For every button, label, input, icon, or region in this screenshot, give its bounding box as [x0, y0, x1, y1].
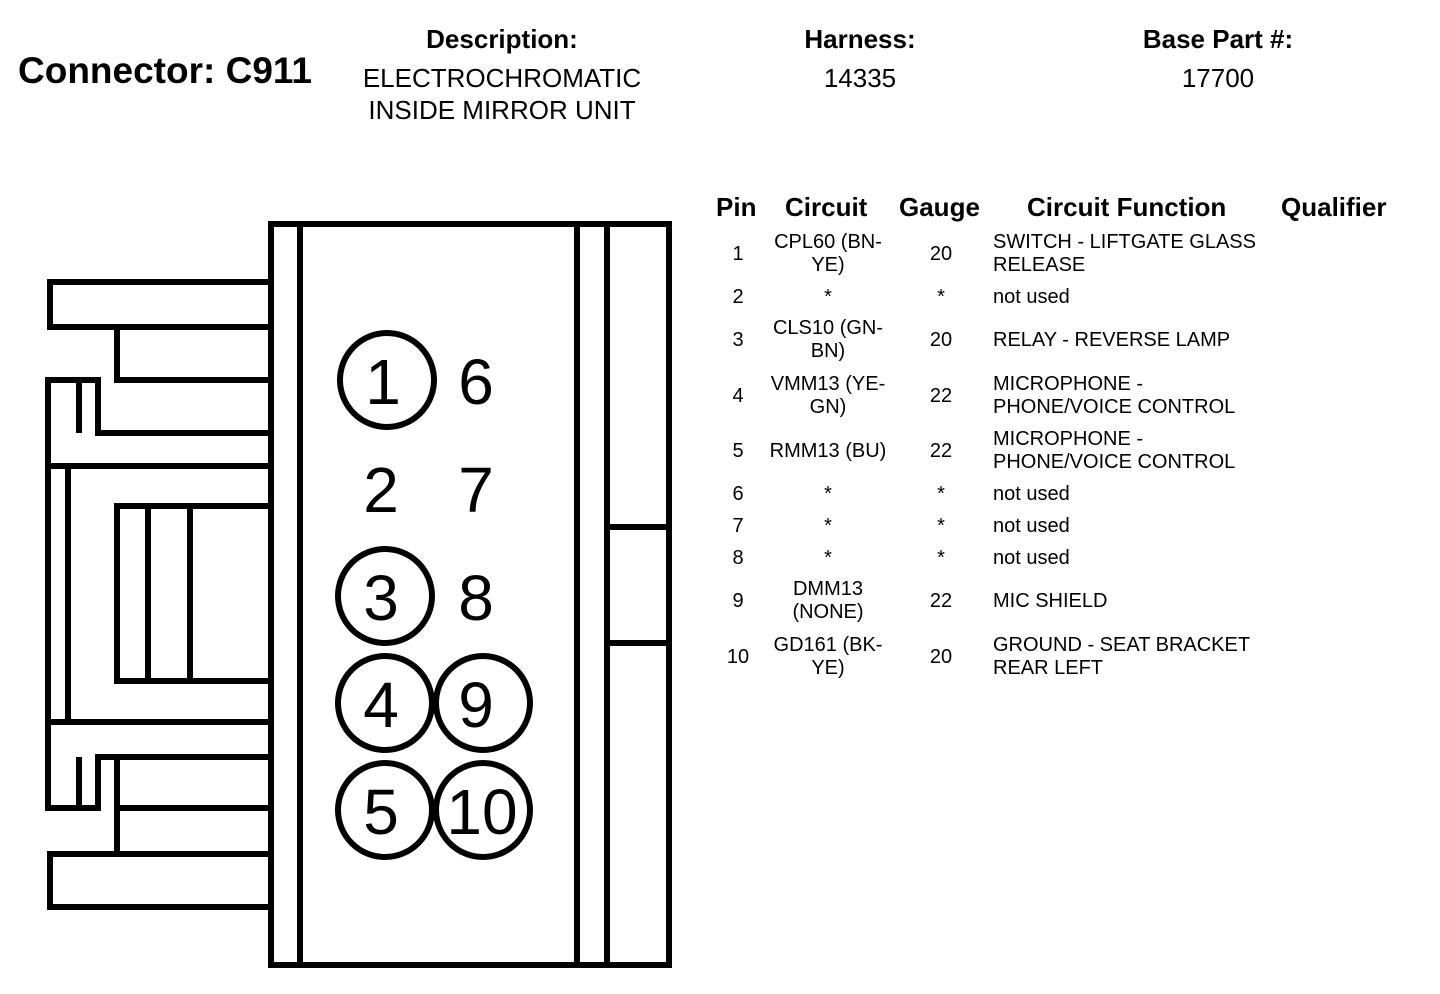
cell-circuit: VMM13 (YE- GN): [770, 373, 886, 418]
cell-function: MICROPHONE - PHONE/VOICE CONTROL: [993, 428, 1236, 473]
cell-circuit: *: [824, 514, 832, 537]
cell-pin: 1: [732, 242, 744, 265]
cell-circuit: GD161 (BK- YE): [773, 634, 883, 679]
cell-pin: 10: [726, 645, 750, 668]
cell-pin: 3: [732, 328, 744, 351]
base-part-value: 17700: [1181, 63, 1255, 93]
cell-gauge: 22: [929, 589, 953, 612]
pin-5-ring: [335, 760, 435, 860]
cell-gauge: 20: [929, 645, 953, 668]
col-header-gauge: Gauge: [899, 192, 980, 222]
description-label: Description:: [426, 24, 578, 54]
col-header-function: Circuit Function: [1027, 192, 1227, 222]
cell-pin: 9: [732, 589, 744, 612]
cell-function: RELAY - REVERSE LAMP: [993, 328, 1231, 351]
description-value: ELECTROCHROMATIC INSIDE MIRROR UNIT: [362, 63, 642, 125]
cell-gauge: 20: [929, 242, 953, 265]
cell-gauge: 20: [929, 328, 953, 351]
cell-pin: 7: [732, 514, 744, 537]
cell-circuit: RMM13 (BU): [769, 439, 887, 462]
cell-gauge: *: [937, 514, 945, 537]
harness-value: 14335: [823, 63, 897, 93]
cell-function: not used: [993, 285, 1070, 308]
pin-label-5: 5: [363, 776, 399, 848]
cell-pin: 4: [732, 384, 744, 407]
pin-label-1: 1: [365, 346, 401, 418]
cell-circuit: CLS10 (GN- BN): [772, 317, 884, 362]
col-header-pin: Pin: [716, 192, 757, 222]
cell-pin: 5: [732, 439, 744, 462]
cell-gauge: *: [937, 482, 945, 505]
cell-gauge: 22: [929, 439, 953, 462]
pin-1-ring: [337, 330, 437, 430]
pin-label-4: 4: [363, 669, 399, 741]
cell-circuit: DMM13 (NONE): [792, 578, 864, 623]
harness-label: Harness:: [804, 24, 916, 54]
pin-label-7: 7: [458, 454, 494, 526]
cell-function: MIC SHIELD: [993, 589, 1108, 612]
pin-label-10: 10: [446, 776, 517, 848]
col-header-qualifier: Qualifier: [1281, 192, 1387, 222]
cell-function: not used: [993, 546, 1070, 569]
cell-circuit: *: [824, 285, 832, 308]
cell-function: MICROPHONE - PHONE/VOICE CONTROL: [993, 373, 1236, 418]
cell-function: not used: [993, 514, 1070, 537]
cell-pin: 8: [732, 546, 744, 569]
cell-pin: 6: [732, 482, 744, 505]
pin-10-ring: [433, 760, 533, 860]
pin-label-3: 3: [363, 562, 399, 634]
cell-circuit: *: [824, 482, 832, 505]
base-part-label: Base Part #:: [1142, 24, 1294, 54]
pin-label-9: 9: [458, 669, 494, 741]
pin-label-8: 8: [458, 562, 494, 634]
cell-function: not used: [993, 482, 1070, 505]
cell-circuit: CPL60 (BN- YE): [774, 231, 882, 276]
col-header-circuit: Circuit: [785, 192, 868, 222]
cell-gauge: *: [937, 285, 945, 308]
cell-function: GROUND - SEAT BRACKET REAR LEFT: [993, 634, 1251, 679]
cell-gauge: 22: [929, 384, 953, 407]
pin-label-2: 2: [363, 454, 399, 526]
connector-face-diagram: 1 6 2 7 3 8 4 9 5 10: [45, 221, 672, 968]
pin-4-ring: [335, 653, 435, 753]
cell-function: SWITCH - LIFTGATE GLASS RELEASE: [993, 231, 1256, 276]
cell-gauge: *: [937, 546, 945, 569]
pin-9-ring: [433, 653, 533, 753]
cell-circuit: *: [824, 546, 832, 569]
pin-3-ring: [335, 546, 435, 646]
connector-title: Connector: C911: [18, 50, 313, 91]
cell-pin: 2: [732, 285, 744, 308]
pin-label-6: 6: [458, 346, 494, 418]
